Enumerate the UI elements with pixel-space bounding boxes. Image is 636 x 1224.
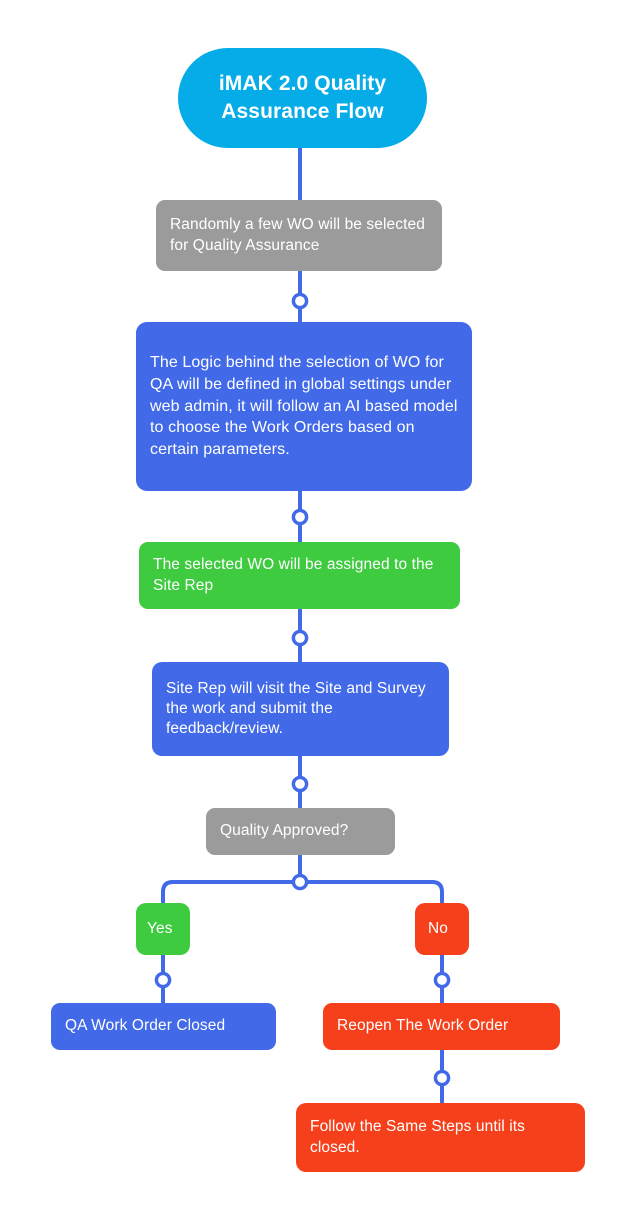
edge-bus-to-no: [300, 880, 444, 903]
connector-joint: [154, 971, 172, 989]
node-qa-work-order-closed[interactable]: QA Work Order Closed: [51, 1003, 276, 1050]
node-title-label: iMAK 2.0 Quality Assurance Flow: [218, 71, 387, 123]
node-assign[interactable]: The selected WO will be assigned to the …: [139, 542, 460, 609]
connector-joint: [433, 1069, 451, 1087]
node-qa-work-order-closed-label: QA Work Order Closed: [65, 1017, 226, 1035]
connector-joint: [291, 629, 309, 647]
node-branch-no[interactable]: No: [415, 903, 469, 955]
connector-joint: [291, 873, 309, 891]
node-logic[interactable]: The Logic behind the selection of WO for…: [136, 322, 472, 491]
connector-joint: [291, 292, 309, 310]
node-random-selection-label: Randomly a few WO will be selected for Q…: [170, 216, 425, 254]
node-reopen-work-order-label: Reopen The Work Order: [337, 1017, 509, 1035]
node-branch-no-label: No: [428, 919, 449, 937]
node-follow-same-steps-label: Follow the Same Steps until its closed.: [310, 1118, 526, 1156]
node-random-selection[interactable]: Randomly a few WO will be selected for Q…: [156, 200, 442, 271]
node-follow-same-steps[interactable]: Follow the Same Steps until its closed.: [296, 1103, 585, 1172]
connector-joint: [291, 775, 309, 793]
node-decision-label: Quality Approved?: [220, 822, 349, 840]
edge-bus-to-yes: [161, 880, 300, 903]
node-logic-label: The Logic behind the selection of WO for…: [150, 354, 458, 459]
node-decision-quality-approved[interactable]: Quality Approved?: [206, 808, 395, 855]
node-reopen-work-order[interactable]: Reopen The Work Order: [323, 1003, 560, 1050]
node-title[interactable]: iMAK 2.0 Quality Assurance Flow: [178, 48, 427, 148]
node-assign-label: The selected WO will be assigned to the …: [153, 556, 434, 594]
connector-joint: [433, 971, 451, 989]
node-visit[interactable]: Site Rep will visit the Site and Survey …: [152, 662, 449, 756]
connector-joint: [291, 508, 309, 526]
node-visit-label: Site Rep will visit the Site and Survey …: [166, 679, 426, 738]
node-branch-yes[interactable]: Yes: [136, 903, 190, 955]
node-branch-yes-label: Yes: [147, 919, 173, 937]
